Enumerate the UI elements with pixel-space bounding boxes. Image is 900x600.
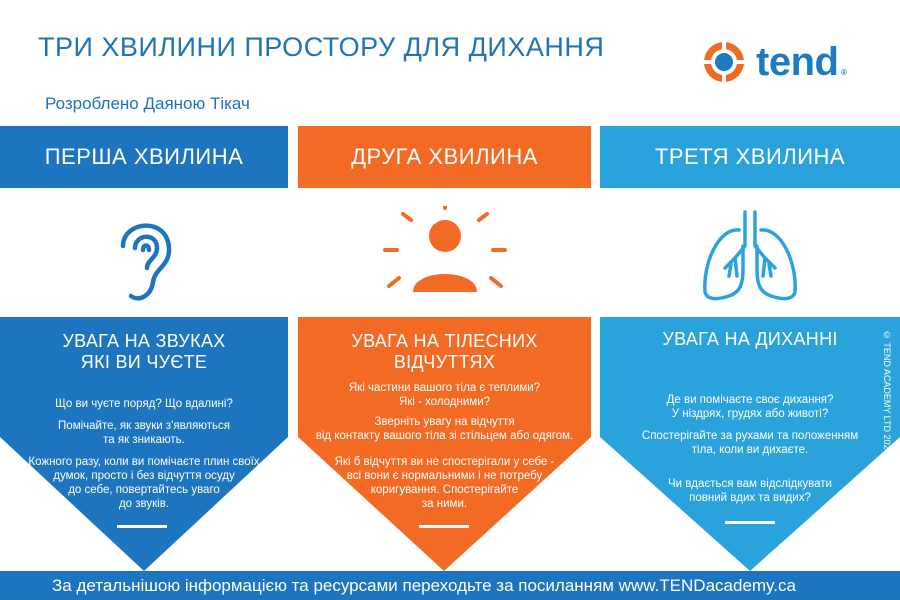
divider bbox=[419, 525, 469, 528]
focus-text-1: Які частини вашого тіла є теплими? Які -… bbox=[348, 382, 541, 408]
column-first-minute: ПЕРША ХВИЛИНА УВАГА НА ЗВУКАХ ЯКІ ВИ ЧУЄ… bbox=[0, 126, 288, 571]
tend-logo-text: tend® bbox=[756, 39, 847, 84]
column-third-minute: ТРЕТЯ ХВИЛИНА УВАГА НА ДИХАННІ Де ви пом… bbox=[600, 126, 900, 571]
ear-icon bbox=[0, 196, 288, 316]
column-header: ПЕРША ХВИЛИНА bbox=[0, 126, 288, 188]
copyright-notice: © TEND ACADEMY LTD 2020 bbox=[882, 330, 892, 455]
focus-text-3: Кожного разу, коли ви помічаєте плин сво… bbox=[28, 456, 260, 510]
column-header: ДРУГА ХВИЛИНА bbox=[298, 126, 591, 188]
tend-logo: tend® bbox=[702, 38, 872, 86]
focus-text-2: Спостерігайте за рухами та положенням ті… bbox=[641, 430, 859, 456]
focus-panel: УВАГА НА ДИХАННІ Де ви помічаєте своє ди… bbox=[600, 317, 900, 571]
footer-link-banner[interactable]: За детальнішою інформацією та ресурсами … bbox=[0, 571, 900, 600]
focus-title: УВАГА НА ТІЛЕСНИХ ВІДЧУТТЯХ bbox=[351, 331, 538, 372]
column-second-minute: ДРУГА ХВИЛИНА УВАГА НА ТІЛЕСНИХ ВІДЧУТТЯ… bbox=[298, 126, 591, 571]
focus-text-3: Які б відчуття ви не спостерігали у себе… bbox=[334, 456, 555, 510]
focus-text-2: Помічайте, як звуки з'являються та як зн… bbox=[58, 420, 230, 446]
focus-text-1: Де ви помічаєте своє дихання? У ніздрях,… bbox=[666, 394, 834, 420]
focus-text-2: Зверніть увагу на відчуття від контакту … bbox=[315, 416, 574, 442]
focus-title: УВАГА НА ДИХАННІ bbox=[662, 329, 838, 349]
focus-title: УВАГА НА ЗВУКАХ ЯКІ ВИ ЧУЄТЕ bbox=[62, 331, 226, 372]
lungs-icon bbox=[600, 196, 900, 316]
focus-panel: УВАГА НА ТІЛЕСНИХ ВІДЧУТТЯХ Які частини … bbox=[298, 317, 591, 571]
tend-logo-mark-icon bbox=[704, 42, 744, 82]
divider bbox=[725, 521, 775, 524]
focus-text-3: Чи вдається вам відслідкувати повний вди… bbox=[668, 478, 832, 504]
divider bbox=[117, 525, 167, 528]
person-radiating-icon bbox=[298, 196, 591, 316]
page-subtitle: Розроблено Даяною Тікач bbox=[45, 94, 250, 113]
page-title: ТРИ ХВИЛИНИ ПРОСТОРУ ДЛЯ ДИХАННЯ bbox=[38, 32, 605, 62]
focus-panel: УВАГА НА ЗВУКАХ ЯКІ ВИ ЧУЄТЕ Що ви чуєте… bbox=[0, 317, 288, 571]
focus-text-1: Що ви чуєте поряд? Що вдалині? bbox=[55, 398, 233, 410]
column-header: ТРЕТЯ ХВИЛИНА bbox=[600, 126, 900, 188]
